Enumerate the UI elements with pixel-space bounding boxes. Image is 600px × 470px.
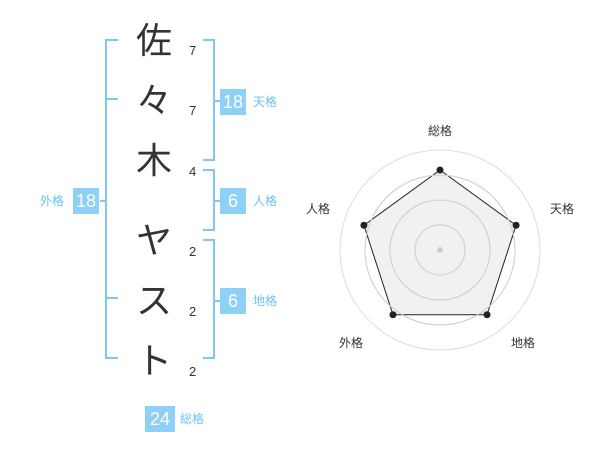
chikaku-score-badge: 6 xyxy=(220,288,246,314)
chikaku-bracket xyxy=(203,239,215,359)
name-char-6: ト xyxy=(135,341,172,382)
radar-point-3 xyxy=(483,311,491,319)
tenkaku-score-badge: 18 xyxy=(220,89,246,115)
radar-point-2 xyxy=(512,221,520,229)
stroke-count-2: 7 xyxy=(189,103,197,118)
radar-ring-overlay-2 xyxy=(389,199,491,301)
name-char-2: 々 xyxy=(135,81,172,122)
gaikaku-bracket xyxy=(105,39,118,359)
name-char-1: 佐 xyxy=(135,21,172,62)
jinkaku-label: 人格 xyxy=(253,194,278,208)
soukaku-score-badge: 24 xyxy=(145,406,175,432)
radar-center-dot xyxy=(437,247,443,253)
stroke-count-5: 2 xyxy=(189,304,197,319)
radar-label-gaikaku: 外格 xyxy=(338,336,363,350)
radar-point-4 xyxy=(389,311,397,319)
radar-label-soukaku: 総格 xyxy=(427,124,452,138)
name-char-4: ヤ xyxy=(135,221,172,262)
jinkaku-score-badge: 6 xyxy=(220,188,246,214)
name-char-5: ス xyxy=(135,281,172,322)
radar-label-tenkaku: 天格 xyxy=(549,202,574,216)
stroke-count-6: 2 xyxy=(189,364,197,379)
stroke-count-1: 7 xyxy=(189,43,197,58)
chikaku-label: 地格 xyxy=(253,294,278,308)
tenkaku-label: 天格 xyxy=(253,95,278,109)
gaikaku-label: 外格 xyxy=(40,194,65,208)
radar-point-1 xyxy=(436,166,444,174)
radar-ring-overlay-3 xyxy=(364,174,516,326)
stroke-count-3: 4 xyxy=(189,164,197,179)
radar-polygon xyxy=(363,169,517,316)
radar-ring-overlay-1 xyxy=(414,224,466,276)
gaikaku-score-badge: 18 xyxy=(73,188,99,214)
radar-point-5 xyxy=(360,221,368,229)
stroke-count-4: 2 xyxy=(189,244,197,259)
radar-label-jinkaku: 人格 xyxy=(305,202,330,216)
name-char-3: 木 xyxy=(135,141,172,182)
soukaku-label: 総格 xyxy=(180,412,205,426)
radar-label-chikaku: 地格 xyxy=(510,336,535,350)
